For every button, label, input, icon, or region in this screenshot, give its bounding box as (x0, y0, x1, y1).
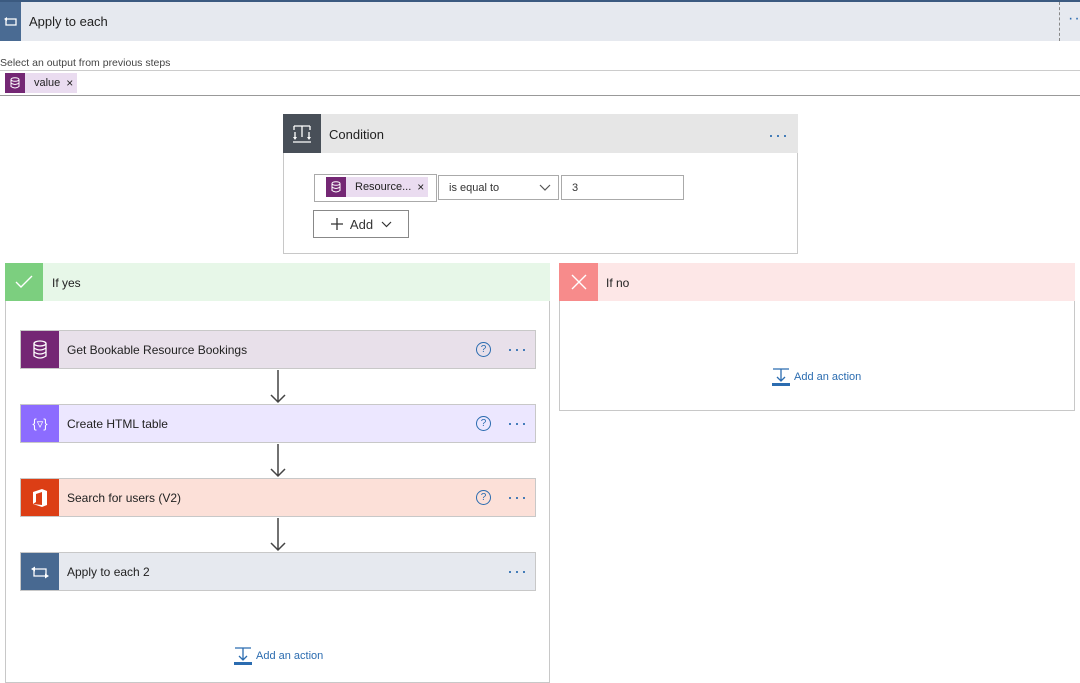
action-title: Apply to each 2 (67, 565, 150, 579)
resource-token-label: Resource... (355, 181, 412, 193)
loop-icon (0, 2, 21, 41)
condition-icon (283, 114, 321, 153)
select-output-label: Select an output from previous steps (0, 57, 171, 69)
add-condition-button[interactable]: Add (313, 210, 409, 238)
if-yes-title: If yes (52, 276, 81, 290)
dataverse-icon (5, 73, 25, 93)
action-search-for-users[interactable]: Search for users (V2) ? ··· (20, 478, 536, 517)
add-action-label: Add an action (794, 371, 862, 383)
dataverse-icon (21, 331, 59, 368)
plus-icon (330, 218, 343, 230)
help-icon[interactable]: ? (476, 342, 491, 357)
action-create-html-table[interactable]: {▿} Create HTML table ? ··· (20, 404, 536, 443)
if-yes-add-action-button[interactable]: Add an action (234, 647, 323, 665)
if-no-add-action-button[interactable]: Add an action (772, 368, 861, 386)
action-more-button[interactable]: ··· (507, 413, 528, 433)
chevron-down-icon (381, 221, 392, 227)
action-title: Search for users (V2) (67, 491, 182, 505)
action-more-button[interactable]: ··· (507, 339, 528, 359)
office-icon (21, 479, 59, 516)
loop-icon (21, 553, 59, 590)
add-action-label: Add an action (256, 650, 324, 662)
data-operation-icon: {▿} (21, 405, 59, 442)
chevron-down-icon (539, 184, 551, 191)
add-button-label: Add (349, 216, 374, 232)
if-no-title: If no (606, 276, 630, 290)
action-more-button[interactable]: ··· (507, 561, 528, 581)
operator-dropdown[interactable]: is equal to (438, 175, 559, 200)
condition-value: 3 (572, 182, 579, 194)
if-yes-header (5, 263, 550, 301)
condition-title: Condition (329, 127, 384, 142)
apply-to-each-title: Apply to each (29, 14, 108, 29)
connector-arrow (270, 444, 286, 478)
dataverse-icon (326, 177, 346, 197)
condition-right-operand[interactable]: 3 (561, 175, 684, 200)
operator-value: is equal to (449, 182, 500, 194)
condition-left-operand[interactable]: Resource... × (314, 174, 437, 202)
remove-token-icon[interactable]: × (417, 180, 425, 194)
add-action-icon (772, 368, 790, 386)
check-icon (5, 263, 43, 301)
action-more-button[interactable]: ··· (507, 487, 528, 507)
action-get-bookable-resource-bookings[interactable]: Get Bookable Resource Bookings ? ··· (20, 330, 536, 369)
condition-more-button[interactable]: ··· (768, 125, 789, 145)
apply-to-each-header[interactable] (0, 0, 1080, 41)
if-no-header (559, 263, 1075, 301)
action-title: Get Bookable Resource Bookings (67, 343, 248, 357)
condition-header[interactable] (283, 114, 798, 153)
select-output-field[interactable]: value × (0, 70, 1080, 96)
connector-arrow (270, 370, 286, 404)
apply-to-each-more-button[interactable]: ··· (1068, 10, 1080, 27)
help-icon[interactable]: ? (476, 416, 491, 431)
action-apply-to-each-2[interactable]: Apply to each 2 ··· (20, 552, 536, 591)
value-token-label: value (34, 77, 61, 89)
remove-token-icon[interactable]: × (66, 76, 74, 90)
apply-to-each-menu-area (1059, 2, 1080, 41)
action-title: Create HTML table (67, 417, 168, 431)
connector-arrow (270, 518, 286, 552)
x-icon (559, 263, 598, 301)
add-action-icon (234, 647, 252, 665)
help-icon[interactable]: ? (476, 490, 491, 505)
value-token[interactable]: value × (5, 73, 78, 93)
resource-token[interactable]: Resource... × (326, 177, 429, 197)
